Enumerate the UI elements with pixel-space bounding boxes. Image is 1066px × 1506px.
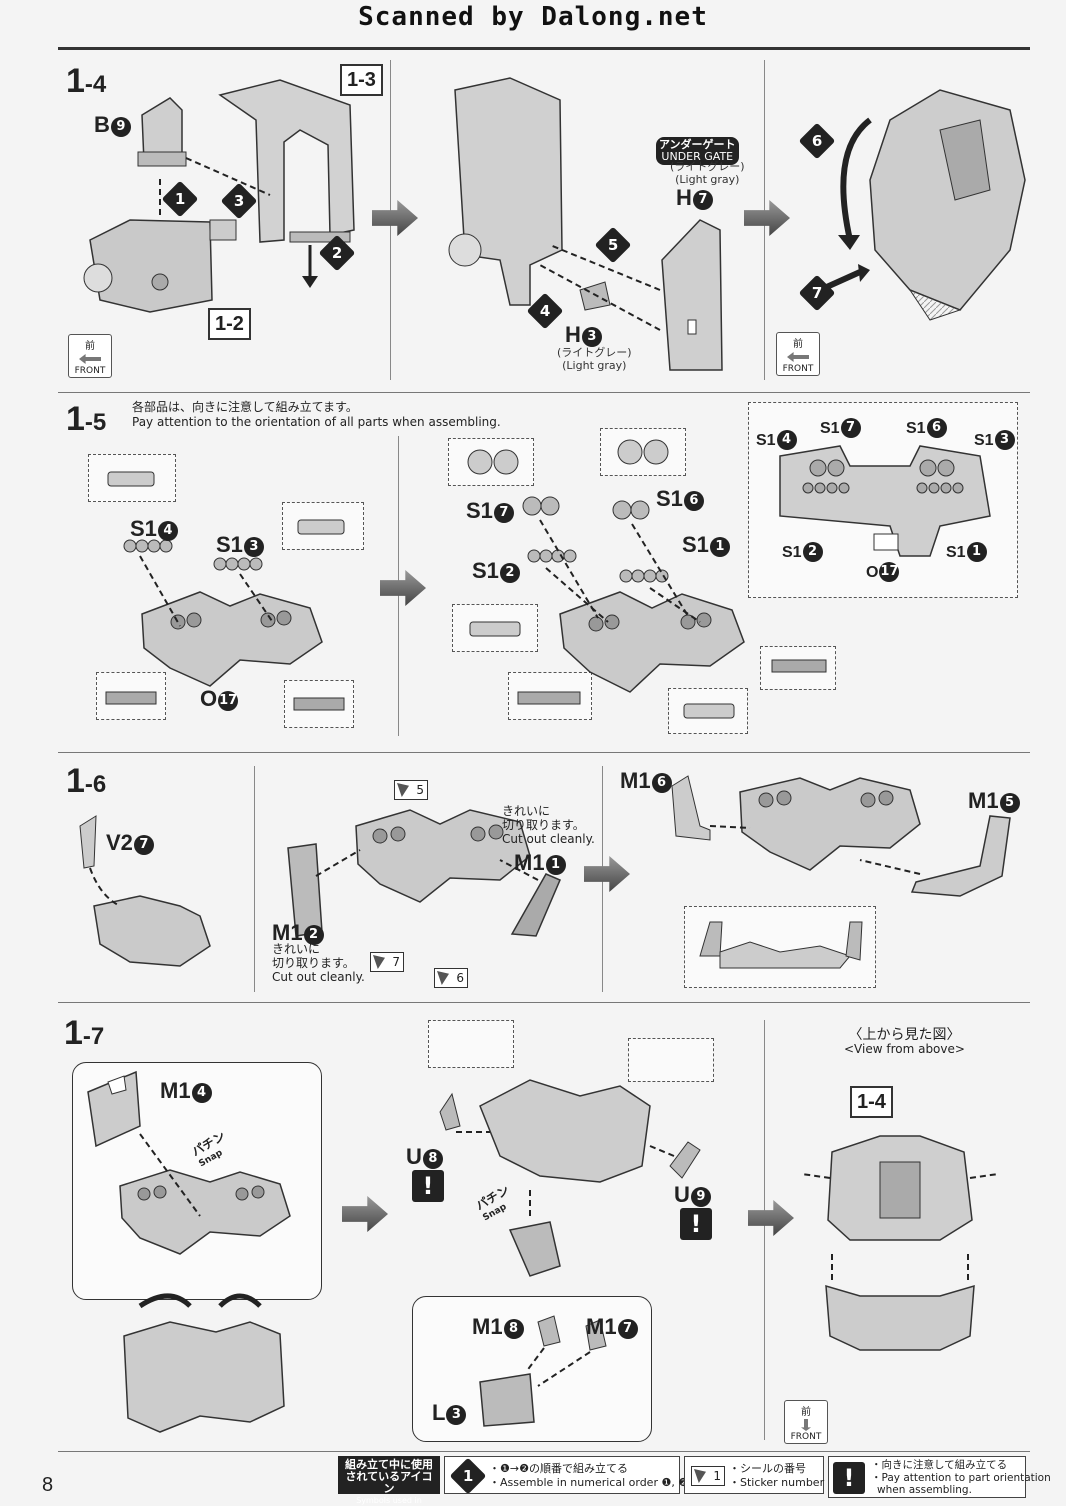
page-number: 8 bbox=[42, 1474, 54, 1496]
cut-note-m11: きれいに切り取ります。Cut out cleanly. bbox=[502, 804, 595, 846]
step-1-7-number: 1-7 bbox=[64, 1014, 105, 1052]
ref-1-4: 1-4 bbox=[850, 1086, 893, 1118]
u9-attention-icon: ! bbox=[680, 1208, 712, 1240]
orientation-note-jp: 各部品は、向きに注意して組み立てます。 bbox=[132, 400, 358, 414]
h7-color-note: (ライトグレー)(Light gray) bbox=[670, 160, 745, 186]
numerical-order-icon: 1 bbox=[449, 1457, 487, 1495]
sticker-7-icon: 7 bbox=[370, 952, 404, 972]
step-1-5-illustration bbox=[105, 439, 991, 719]
step-1-5-number: 1-5 bbox=[66, 400, 107, 438]
legend-orientation: ! ・向きに注意して組み立てる ・Pay attention to part o… bbox=[828, 1456, 1051, 1498]
sticker-5-icon: 5 bbox=[394, 780, 428, 800]
sticker-number-icon: 1 bbox=[691, 1466, 725, 1486]
step-1-7-illustration bbox=[87, 1070, 999, 1433]
step-1-4-panel: 1-4 1-3 bbox=[60, 50, 1030, 390]
top-rule bbox=[58, 47, 1030, 50]
sticker-6-icon: 6 bbox=[434, 968, 468, 988]
h3-color-note: (ライトグレー)(Light gray) bbox=[557, 346, 632, 372]
step-1-4-illustration bbox=[83, 77, 1026, 371]
step-1-4-number: 1-4 bbox=[66, 62, 107, 100]
u8-attention-icon: ! bbox=[412, 1170, 444, 1202]
orientation-attention-icon: ! bbox=[833, 1462, 865, 1494]
orientation-note-en: Pay attention to the orientation of all … bbox=[132, 415, 501, 429]
detail-box-12 bbox=[428, 1020, 514, 1068]
icon-legend-title: 組み立て中に使用 されているアイコン Symbols used in instr… bbox=[338, 1456, 440, 1505]
ref-1-3: 1-3 bbox=[340, 64, 383, 96]
scanned-by-header: Scanned by Dalong.net bbox=[358, 2, 708, 32]
step-1-6-number: 1-6 bbox=[66, 762, 107, 800]
legend-numerical-order: 1 ・❶→❷の順番で組み立てる ・Assemble in numerical o… bbox=[444, 1456, 699, 1495]
ref-1-2: 1-2 bbox=[208, 308, 251, 340]
detail-box-6 bbox=[600, 428, 686, 476]
legend-sticker-number: 1 ・シールの番号 ・Sticker number bbox=[684, 1456, 824, 1494]
view-from-above-label: 〈上から見た図〉<View from above> bbox=[844, 1027, 965, 1056]
detail-box-13 bbox=[628, 1038, 714, 1082]
step-1-5-panel: 1-5 各部品は、向きに注意して組み立てます。 Pay attention to… bbox=[60, 396, 1030, 748]
cut-note-m12: きれいに切り取ります。Cut out cleanly. bbox=[272, 942, 365, 984]
step-1-6-illustration bbox=[79, 775, 1011, 969]
